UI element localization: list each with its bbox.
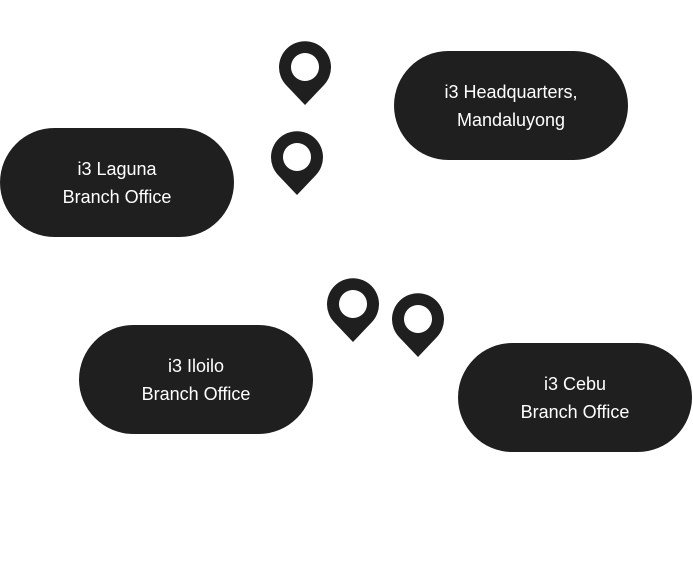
office-name: i3 Laguna — [77, 158, 157, 179]
office-headquarters-mandaluyong[interactable]: i3 Headquarters, Mandaluyong — [394, 51, 628, 160]
map-pin-icon — [271, 131, 323, 195]
office-name: i3 Cebu — [543, 373, 607, 394]
map-pin-icon — [327, 278, 379, 342]
office-location: Mandaluyong — [456, 109, 566, 130]
office-type: Branch Office — [62, 186, 172, 207]
office-laguna[interactable]: i3 Laguna Branch Office — [0, 128, 234, 237]
office-iloilo[interactable]: i3 Iloilo Branch Office — [79, 325, 313, 434]
office-name: i3 Headquarters, — [444, 81, 578, 102]
map-pin-icon — [279, 41, 331, 105]
office-type: Branch Office — [520, 401, 630, 422]
office-name: i3 Iloilo — [167, 355, 225, 376]
office-cebu[interactable]: i3 Cebu Branch Office — [458, 343, 692, 452]
map-pin-icon — [392, 293, 444, 357]
office-type: Branch Office — [141, 383, 251, 404]
